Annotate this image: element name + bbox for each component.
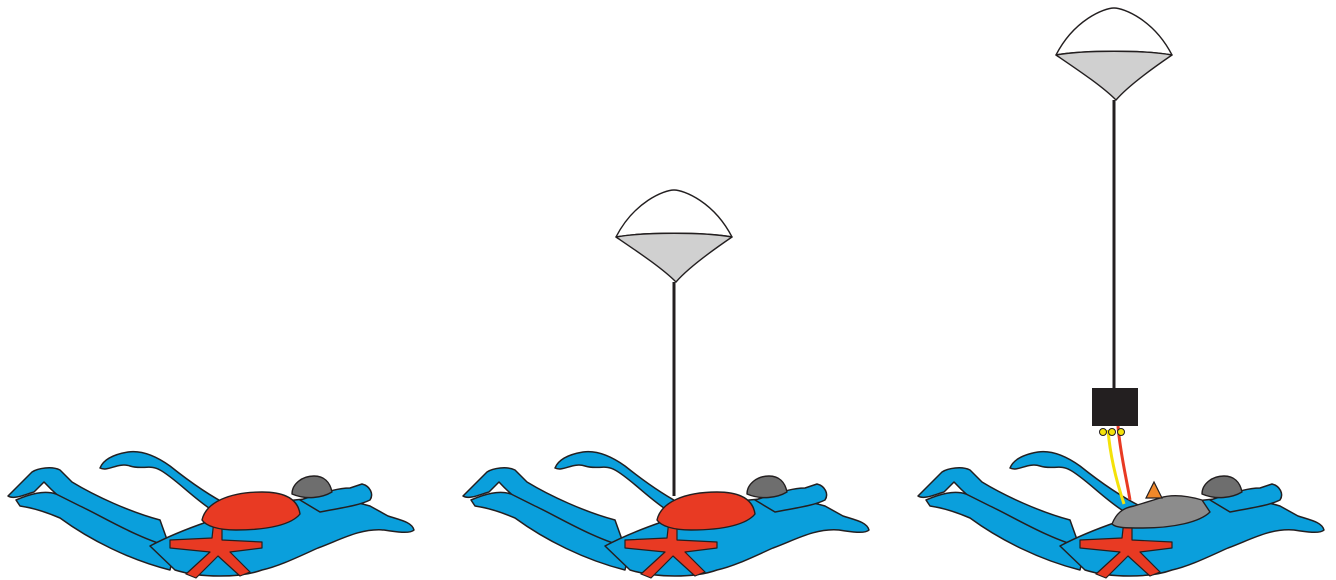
closed-container <box>657 492 755 530</box>
stow-loop <box>1109 429 1116 436</box>
stow-loop <box>1100 429 1107 436</box>
pilot-chute <box>1056 8 1172 100</box>
stage-1-skydiver <box>8 452 414 578</box>
closed-container <box>202 492 300 530</box>
stage-3-skydiver <box>918 8 1324 578</box>
stow-loop <box>1118 429 1125 436</box>
pilot-chute <box>616 190 732 282</box>
pilot-tab-icon <box>1146 482 1162 498</box>
deployment-bag <box>1092 388 1138 426</box>
stage-2-skydiver <box>463 190 869 578</box>
